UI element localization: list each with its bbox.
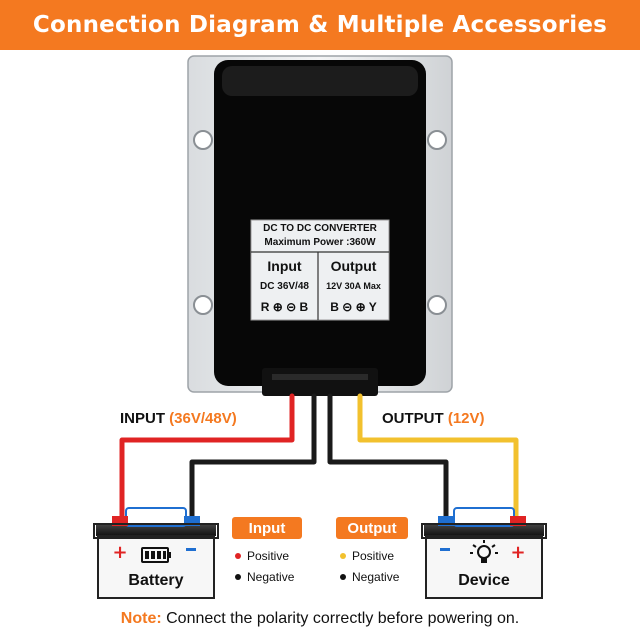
header-banner: Connection Diagram & Multiple Accessorie…	[0, 0, 640, 50]
legend-output-positive-text: Positive	[352, 549, 395, 563]
black-dot-icon	[340, 574, 346, 580]
output-label-text: OUTPUT	[382, 410, 444, 427]
wires	[119, 393, 519, 523]
yellow-dot-icon	[340, 553, 346, 559]
plate-output-heading: Output	[330, 258, 377, 274]
legend-input-negative: Negative	[235, 570, 294, 584]
connection-diagram: + +	[93, 55, 547, 599]
footer-note: Note: Connect the polarity correctly bef…	[0, 610, 640, 628]
plate-input-spec: DC 36V/48	[260, 281, 309, 292]
black-dot-icon	[235, 574, 241, 580]
legend-output-positive: Positive	[340, 549, 394, 563]
battery-label: Battery	[128, 572, 184, 589]
device-label: Device	[458, 572, 510, 589]
plate-output-terminals: B ⊝ ⊕ Y	[330, 300, 377, 314]
input-negative-wire	[189, 393, 317, 523]
output-voltage-text: (12V)	[447, 410, 485, 427]
legend-input-negative-text: Negative	[247, 570, 295, 584]
output-negative-wire	[327, 393, 449, 523]
output-positive-wire	[357, 393, 519, 523]
svg-text:+: +	[510, 542, 525, 563]
spec-plate	[250, 219, 390, 321]
output-wire-label: OUTPUT (12V)	[382, 410, 485, 427]
input-voltage-text: (36V/48V)	[169, 410, 237, 427]
plate-input-heading: Input	[267, 258, 302, 274]
legend-input-positive-text: Positive	[247, 549, 290, 563]
plate-input-terminals: R ⊕ ⊝ B	[260, 300, 309, 314]
legend-output-title: Output	[336, 517, 408, 539]
red-dot-icon	[235, 553, 241, 559]
legend-input-positive: Positive	[235, 549, 289, 563]
input-label-text: INPUT	[120, 410, 165, 427]
cable-gland	[262, 368, 378, 396]
input-positive-wire	[119, 393, 295, 523]
banner-title: Connection Diagram & Multiple Accessorie…	[32, 12, 608, 38]
note-text: Connect the polarity correctly before po…	[161, 610, 520, 627]
legend-input-title: Input	[232, 517, 302, 539]
plate-line1: DC TO DC CONVERTER	[263, 223, 377, 234]
battery: +	[93, 507, 219, 599]
legend-output-negative-text: Negative	[352, 570, 400, 584]
device: +	[421, 507, 547, 599]
legend-output-negative: Negative	[340, 570, 399, 584]
plate-line2: Maximum Power :360W	[264, 237, 376, 248]
note-label: Note:	[120, 610, 162, 627]
bulb-icon	[470, 540, 498, 563]
input-wire-label: INPUT (36V/48V)	[120, 410, 237, 427]
plate-output-spec: 12V 30A Max	[326, 281, 381, 291]
svg-text:+: +	[112, 542, 127, 563]
